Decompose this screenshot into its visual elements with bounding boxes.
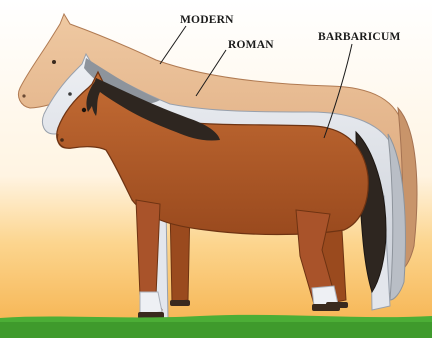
label-roman: ROMAN xyxy=(228,39,274,51)
label-barbaricum: BARBARICUM xyxy=(318,31,401,43)
label-modern: MODERN xyxy=(180,14,234,26)
